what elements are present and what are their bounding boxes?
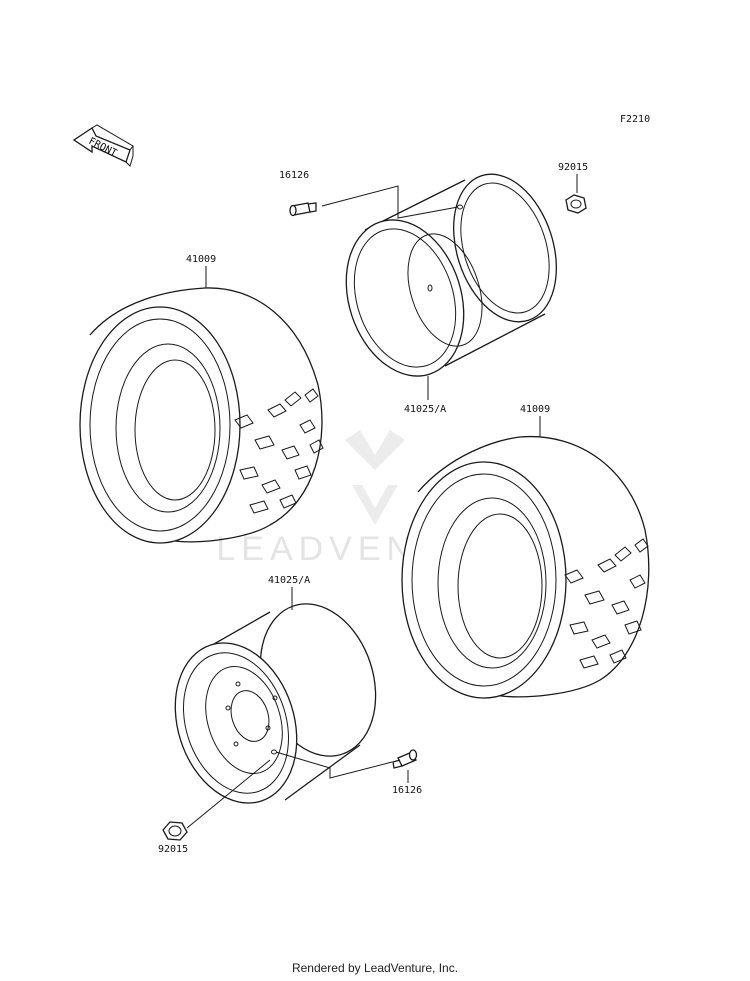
tire-left <box>79 287 324 544</box>
callout-nut-top: 92015 <box>558 162 588 173</box>
wheel-top <box>345 173 557 377</box>
callout-valve-top: 16126 <box>279 170 309 181</box>
callout-tire-left: 41009 <box>186 254 216 265</box>
leader-nut-bottom-link <box>186 759 271 829</box>
tire-right <box>401 435 650 699</box>
callout-wheel-bottom: 41025/A <box>268 575 310 586</box>
valve-stem-bottom <box>392 749 418 769</box>
callout-tire-right: 41009 <box>520 404 550 415</box>
callout-valve-bottom: 16126 <box>392 785 422 796</box>
valve-stem-top <box>289 202 317 217</box>
wheel-bottom <box>174 603 377 804</box>
front-arrow-icon: FRONT <box>72 124 134 167</box>
callout-nut-bottom: 92015 <box>158 844 188 855</box>
lug-nut-bottom <box>162 821 188 841</box>
leader-valve-top <box>321 185 459 219</box>
diagram-code: F2210 <box>620 114 650 125</box>
callout-wheel-top: 41025/A <box>404 404 446 415</box>
lug-nut-top <box>565 194 587 214</box>
leader-valve-bottom-link <box>275 751 393 779</box>
credit-footer: Rendered by LeadVenture, Inc. <box>291 961 459 975</box>
